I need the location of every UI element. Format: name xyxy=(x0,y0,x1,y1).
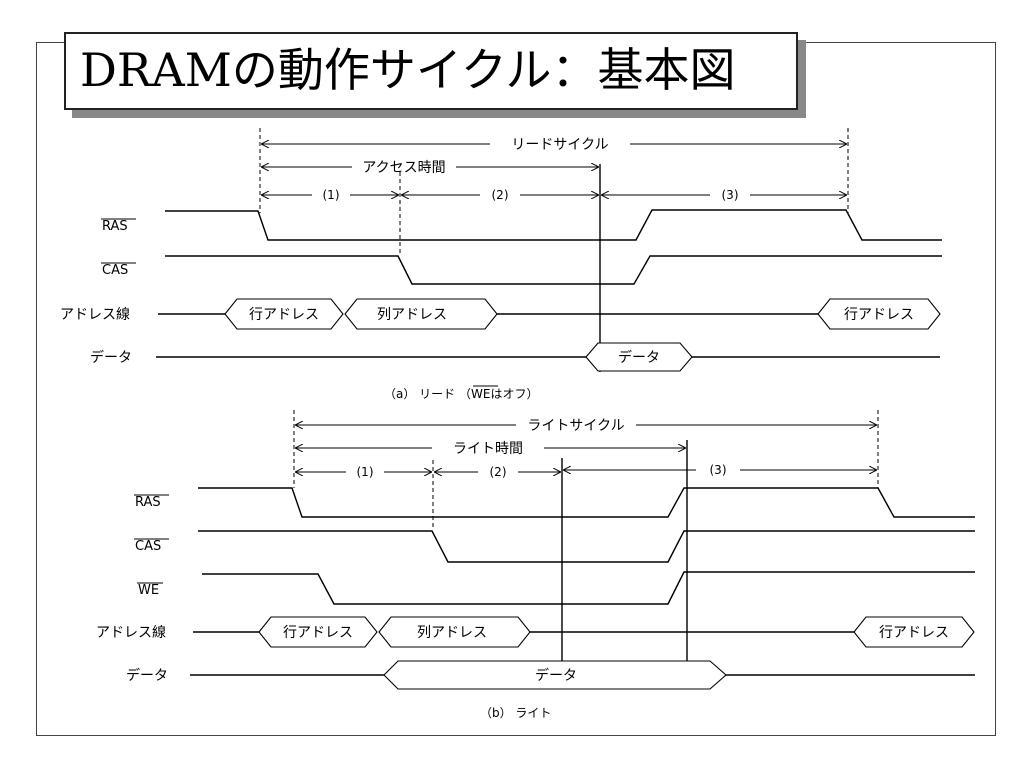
read-cycle-label: リードサイクル xyxy=(511,137,608,153)
write-column-address-text: 列アドレス xyxy=(417,625,487,641)
write-cycle-label: ライトサイクル xyxy=(527,418,624,434)
read-phase2-label: (2) xyxy=(492,188,509,202)
read-cas-label: CAS xyxy=(102,263,128,278)
read-row-address-bus xyxy=(224,298,344,330)
read-cas-waveform xyxy=(165,255,942,285)
write-ras-label: RAS xyxy=(135,495,161,510)
read-phase1-label: (1) xyxy=(323,188,340,202)
write-timing: ライトサイクル ライト時間 (1) (2) (3) RAS CAS WE xyxy=(96,410,975,720)
write-time-label: ライト時間 xyxy=(453,441,523,457)
write-we-label: WE xyxy=(138,583,159,598)
read-row-address-next-bus xyxy=(817,298,941,330)
read-row-address-next-text: 行アドレス xyxy=(844,307,914,323)
read-data-label: データ xyxy=(90,349,132,366)
write-phase1-label: (1) xyxy=(357,465,374,479)
read-ras-label: RAS xyxy=(102,219,128,234)
write-row-address-bus xyxy=(258,616,378,648)
write-address-label: アドレス線 xyxy=(96,625,166,641)
read-phase3-label: (3) xyxy=(722,188,739,202)
write-row-address-text: 行アドレス xyxy=(283,625,353,641)
write-data-bus-text: データ xyxy=(535,667,577,684)
write-data-label: データ xyxy=(126,667,168,684)
read-ras-waveform xyxy=(165,209,942,241)
read-access-label: アクセス時間 xyxy=(362,160,445,176)
read-timing: リードサイクル アクセス時間 (1) (2) (3) RAS CAS アドレス線 xyxy=(60,128,942,401)
slide-title: DRAMの動作サイクル：基本図 xyxy=(80,43,736,97)
read-caption-suffix: はオフ） xyxy=(490,387,538,401)
title-box xyxy=(64,32,798,110)
write-row-address-next-text: 行アドレス xyxy=(879,625,949,641)
read-address-label: アドレス線 xyxy=(60,307,130,323)
read-data-bus-text: データ xyxy=(618,349,660,366)
read-caption-prefix: （a） リード （ xyxy=(384,387,471,401)
write-cas-waveform xyxy=(198,530,975,563)
write-phase2-label: (2) xyxy=(490,465,507,479)
write-ras-waveform xyxy=(198,487,975,518)
read-caption-we: WE xyxy=(471,387,490,401)
write-row-address-next-bus xyxy=(853,616,975,648)
write-phase3-label: (3) xyxy=(710,463,727,477)
read-column-address-text: 列アドレス xyxy=(377,307,447,323)
write-cas-label: CAS xyxy=(135,539,161,554)
read-row-address-text: 行アドレス xyxy=(249,307,319,323)
write-we-waveform xyxy=(202,571,975,605)
read-caption: （a） リード （WEはオフ） xyxy=(384,387,538,401)
write-caption: （b） ライト xyxy=(480,706,551,720)
